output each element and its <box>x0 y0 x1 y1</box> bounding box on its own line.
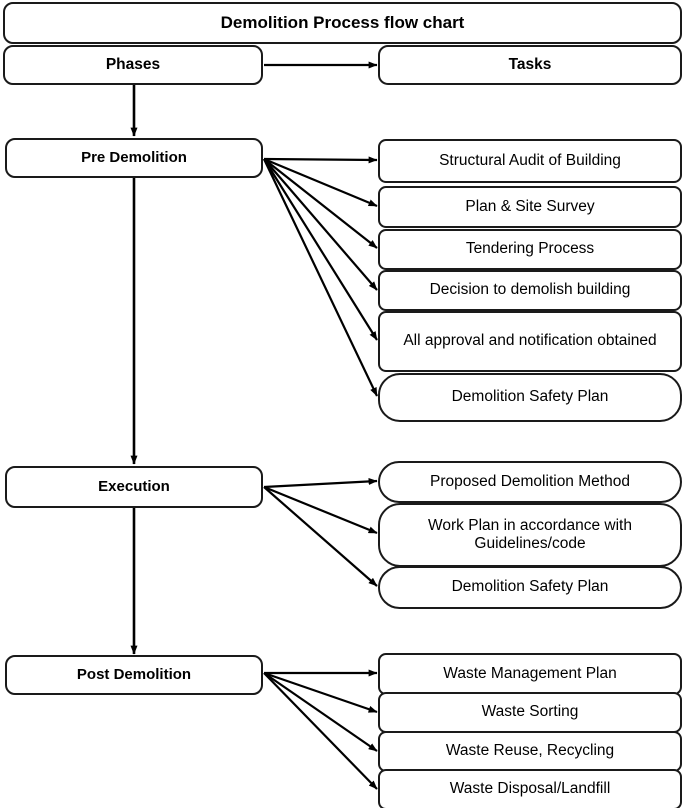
connector-post-to-task-3 <box>263 672 378 752</box>
column-header-phases-label: Phases <box>105 55 161 73</box>
task-node-structural-audit-label: Structural Audit of Building <box>439 151 621 169</box>
connector-execution-to-task-3 <box>263 486 378 587</box>
task-node-waste-reuse-recycling[interactable]: Waste Reuse, Recycling <box>378 731 682 772</box>
connector-pre-to-task-2 <box>263 157 378 208</box>
task-node-waste-sorting-label: Waste Sorting <box>481 703 579 721</box>
connector-execution-to-task-2 <box>263 485 378 535</box>
task-node-waste-reuse-recycling-label: Waste Reuse, Recycling <box>445 742 615 760</box>
phase-node-execution-label: Execution <box>98 478 170 496</box>
task-node-tendering-process-label: Tendering Process <box>465 240 595 258</box>
phase-node-post-demolition-label: Post Demolition <box>76 666 192 684</box>
chart-title-text: Demolition Process flow chart <box>220 12 465 32</box>
connector-post-to-task-4 <box>263 672 378 790</box>
task-node-demolition-safety-plan-exec-label: Demolition Safety Plan <box>451 578 609 596</box>
connector-pre-to-task-1 <box>263 156 378 164</box>
task-node-work-plan-guidelines-label: Work Plan in accordance with Guidelines/… <box>428 516 632 552</box>
task-node-waste-disposal-landfill[interactable]: Waste Disposal/Landfill <box>378 769 682 808</box>
chart-title-box: Demolition Process flow chart <box>3 2 682 44</box>
column-header-phases: Phases <box>3 45 263 85</box>
task-node-approval-notification-label: All approval and notification obtained <box>403 332 657 350</box>
connector-pre-to-task-4 <box>263 158 378 291</box>
task-node-waste-sorting[interactable]: Waste Sorting <box>378 692 682 733</box>
connector-pre-to-task-5 <box>263 158 378 341</box>
connector-pre-to-task-6 <box>263 158 378 397</box>
task-node-demolition-safety-plan-exec[interactable]: Demolition Safety Plan <box>378 566 682 609</box>
connector-pre-to-task-3 <box>263 158 378 249</box>
phase-node-pre-demolition-label: Pre Demolition <box>81 149 187 167</box>
task-node-waste-disposal-landfill-label: Waste Disposal/Landfill <box>449 780 611 798</box>
task-node-proposed-demolition-method-label: Proposed Demolition Method <box>430 472 630 490</box>
task-node-plan-site-survey[interactable]: Plan & Site Survey <box>378 186 682 228</box>
task-node-plan-site-survey-label: Plan & Site Survey <box>465 197 595 215</box>
task-node-work-plan-guidelines[interactable]: Work Plan in accordance with Guidelines/… <box>378 503 682 567</box>
phase-node-post-demolition[interactable]: Post Demolition <box>5 655 263 695</box>
task-node-waste-management-plan[interactable]: Waste Management Plan <box>378 653 682 695</box>
task-node-decision-to-demolish[interactable]: Decision to demolish building <box>378 270 682 311</box>
task-node-tendering-process[interactable]: Tendering Process <box>378 229 682 270</box>
column-header-tasks-label: Tasks <box>508 55 552 73</box>
phase-node-execution[interactable]: Execution <box>5 466 263 508</box>
task-node-structural-audit[interactable]: Structural Audit of Building <box>378 139 682 183</box>
connector-post-to-task-2 <box>263 671 378 714</box>
task-node-proposed-demolition-method[interactable]: Proposed Demolition Method <box>378 461 682 503</box>
task-node-decision-to-demolish-label: Decision to demolish building <box>429 281 631 299</box>
task-node-waste-management-plan-label: Waste Management Plan <box>443 664 617 682</box>
task-node-approval-notification[interactable]: All approval and notification obtained <box>378 311 682 372</box>
task-node-demolition-safety-plan-pre-label: Demolition Safety Plan <box>451 388 609 406</box>
connector-execution-to-task-1 <box>263 477 378 489</box>
task-node-demolition-safety-plan-pre[interactable]: Demolition Safety Plan <box>378 373 682 422</box>
phase-node-pre-demolition[interactable]: Pre Demolition <box>5 138 263 178</box>
column-header-tasks: Tasks <box>378 45 682 85</box>
